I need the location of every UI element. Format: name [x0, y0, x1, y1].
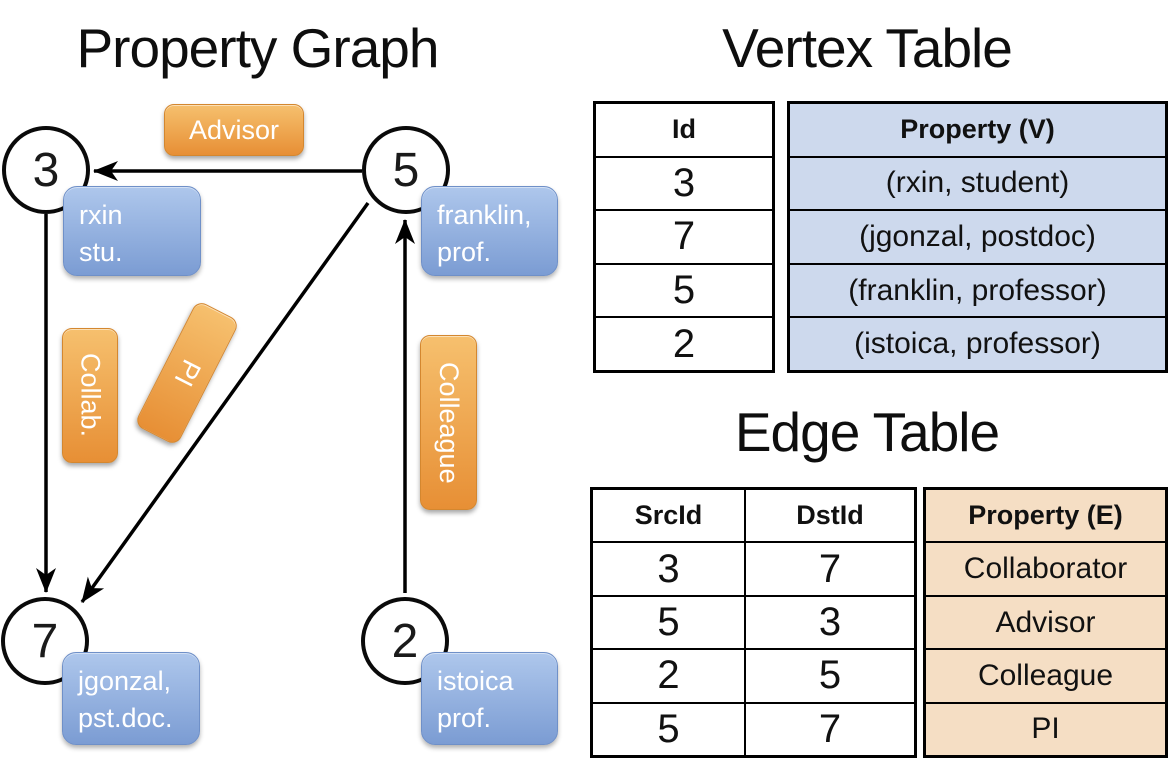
edge-property-cell: Colleague — [926, 648, 1165, 702]
dstid-cell: 5 — [744, 650, 914, 702]
column-header-dstid: DstId — [744, 490, 914, 542]
dstid-cell: 7 — [744, 543, 914, 595]
vertex-id-cell: 2 — [596, 316, 772, 370]
vertex-table-property-column: Property (V) (rxin, student) (jgonzal, p… — [787, 101, 1168, 373]
edge-pi-5-to-7 — [80, 201, 370, 604]
vertex-id-cell: 3 — [596, 155, 772, 210]
vertex-property-cell: (rxin, student) — [790, 155, 1165, 210]
srcid-cell: 5 — [657, 600, 680, 645]
edge-property-cell: Advisor — [926, 594, 1165, 649]
node-id-label: 2 — [391, 614, 419, 668]
vertex-table-id-column: Id 3 7 5 2 — [593, 101, 775, 373]
dstid-cell: 3 — [744, 596, 914, 649]
graph-edges — [36, 161, 415, 604]
edge-label-colleague: Colleague — [420, 335, 477, 510]
edge-label-collab: Collab. — [62, 328, 118, 463]
srcid-cell: 3 — [657, 546, 680, 591]
graph-title: Property Graph — [76, 17, 439, 79]
column-header-id: Id — [672, 114, 696, 145]
vertex-property-cell: (istoica, professor) — [790, 316, 1165, 370]
edge-table-row: 3 7 — [593, 541, 914, 595]
vertex-property-line: franklin, — [437, 200, 532, 230]
vertex-property-line: rxin — [79, 200, 123, 230]
vertex-property-box-3: rxin stu. — [63, 186, 201, 276]
graph-node-5: 5 — [362, 126, 450, 214]
vertex-id-cell: 5 — [596, 262, 772, 317]
srcid-cell: 2 — [657, 653, 680, 698]
vertex-property-cell: (jgonzal, postdoc) — [790, 209, 1165, 263]
edge-property-cell: Collaborator — [926, 541, 1165, 595]
node-id-label: 7 — [31, 614, 59, 668]
srcid-cell: 5 — [657, 706, 680, 751]
vertex-property-line: jgonzal, — [78, 666, 172, 696]
edge-table-row: 2 5 — [593, 648, 914, 702]
vertex-property-box-2: istoica prof. — [421, 652, 558, 745]
edge-property-cell: PI — [926, 701, 1165, 756]
vertex-property-line: stu. — [79, 237, 123, 268]
vertex-property-cell: (franklin, professor) — [790, 262, 1165, 317]
column-header-property-e: Property (E) — [926, 490, 1165, 542]
vertex-id-cell: 7 — [596, 209, 772, 263]
vertex-property-box-5: franklin, prof. — [421, 186, 558, 276]
edge-label-advisor: Advisor — [164, 104, 304, 156]
vertex-table-title: Vertex Table — [722, 17, 1013, 79]
vertex-property-line: pst.doc. — [78, 703, 173, 734]
edge-table-property-column: Property (E) Collaborator Advisor Collea… — [923, 487, 1168, 758]
column-header-property-v: Property (V) — [790, 104, 1165, 156]
dstid-cell: 7 — [744, 703, 914, 756]
vertex-property-line: prof. — [437, 237, 492, 268]
edge-table-id-columns: SrcId DstId 3 7 5 3 2 5 5 7 — [590, 487, 917, 758]
edge-table-header-row: SrcId DstId — [593, 490, 914, 542]
edge-table-title: Edge Table — [734, 401, 1000, 463]
vertex-property-box-7: jgonzal, pst.doc. — [62, 652, 200, 745]
edge-table-row: 5 7 — [593, 701, 914, 756]
vertex-property-line: prof. — [437, 703, 492, 734]
column-header-srcid: SrcId — [634, 500, 703, 531]
graph-node-2: 2 — [361, 597, 449, 685]
node-id-label: 5 — [392, 143, 420, 197]
node-id-label: 3 — [32, 143, 60, 197]
edge-table-row: 5 3 — [593, 594, 914, 649]
vertex-property-line: istoica — [437, 666, 514, 696]
